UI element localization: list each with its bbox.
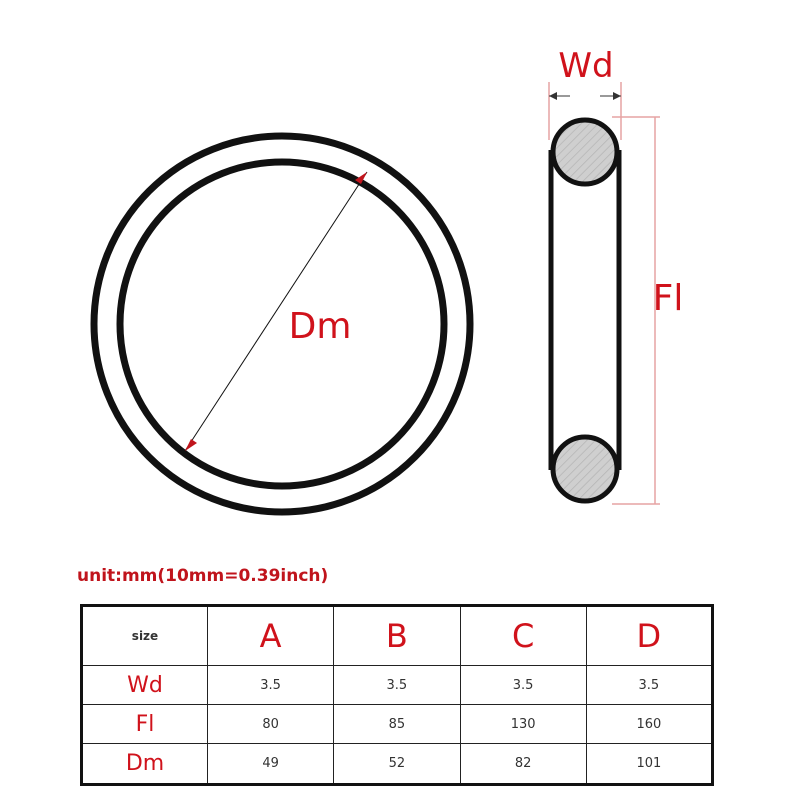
cell-wd-a: 3.5 bbox=[206, 665, 335, 706]
wire-arrow-left bbox=[549, 92, 557, 100]
flat-length-label: Fl bbox=[653, 278, 684, 319]
row-label-fl: Fl bbox=[81, 704, 208, 745]
cell-fl-b: 85 bbox=[333, 704, 461, 745]
diameter-line bbox=[184, 171, 368, 452]
diameter-arrow-bottom bbox=[185, 439, 197, 451]
cross-section-top bbox=[550, 117, 620, 187]
cell-wd-c: 3.5 bbox=[459, 665, 587, 706]
size-table: size A B C D Wd 3.5 3.5 3.5 3.5 Fl 80 85… bbox=[80, 604, 714, 786]
wire-dimension: Wd bbox=[548, 46, 622, 140]
cell-wd-b: 3.5 bbox=[333, 665, 461, 706]
cell-wd-d: 3.5 bbox=[585, 665, 714, 706]
wire-arrow-right bbox=[613, 92, 621, 100]
size-b-header: B bbox=[333, 604, 461, 667]
ring-front-view bbox=[90, 132, 474, 516]
o-ring-diagram: Dm Wd Fl bbox=[90, 46, 684, 516]
table-row: Fl 80 85 130 160 bbox=[81, 704, 714, 745]
diameter-arrow-top bbox=[355, 172, 367, 184]
cross-section-bottom bbox=[550, 434, 620, 504]
cell-dm-a: 49 bbox=[206, 743, 335, 785]
unit-note: unit:mm(10mm=0.39inch) bbox=[77, 566, 329, 586]
cell-fl-a: 80 bbox=[206, 704, 335, 745]
diameter-dimension: Dm bbox=[184, 171, 368, 452]
table-row: Dm 49 52 82 101 bbox=[81, 743, 714, 785]
cell-dm-d: 101 bbox=[585, 743, 714, 785]
table-row: Wd 3.5 3.5 3.5 3.5 bbox=[81, 665, 714, 706]
row-label-wd: Wd bbox=[81, 665, 208, 706]
ring-side-view bbox=[548, 117, 622, 504]
ring-inner-edge bbox=[116, 158, 448, 490]
cell-fl-d: 160 bbox=[585, 704, 714, 745]
cell-dm-b: 52 bbox=[333, 743, 461, 785]
size-d-header: D bbox=[585, 604, 714, 667]
cell-dm-c: 82 bbox=[459, 743, 587, 785]
size-c-header: C bbox=[459, 604, 587, 667]
size-header: size bbox=[81, 604, 208, 667]
size-a-header: A bbox=[206, 604, 335, 667]
wire-label: Wd bbox=[558, 46, 613, 86]
ring-outer-edge bbox=[90, 132, 474, 516]
row-label-dm: Dm bbox=[81, 743, 208, 785]
cell-fl-c: 130 bbox=[459, 704, 587, 745]
diameter-label: Dm bbox=[289, 306, 352, 347]
flat-length-dimension: Fl bbox=[612, 116, 684, 505]
table-header-row: size A B C D bbox=[81, 604, 714, 667]
